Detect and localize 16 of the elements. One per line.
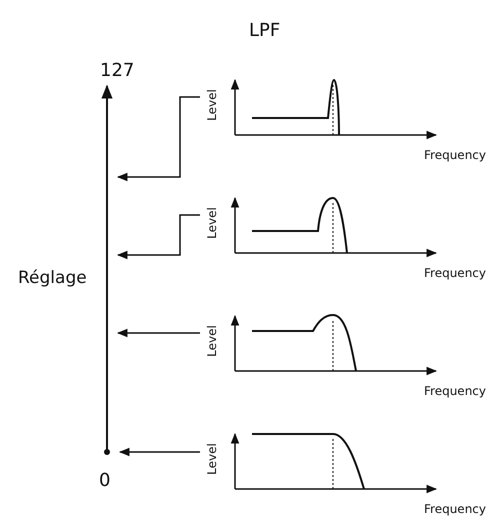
axis-label: Frequency xyxy=(424,502,486,516)
axis-label: Level xyxy=(204,89,219,121)
axis-min-value: 0 xyxy=(99,470,110,491)
diagram-title: LPF xyxy=(249,20,280,41)
arrow xyxy=(116,328,200,338)
axis-title: Réglage xyxy=(18,268,87,288)
arrow xyxy=(118,448,200,456)
axis-label: Frequency xyxy=(424,148,486,162)
axis-label: Level xyxy=(204,443,219,475)
arrow xyxy=(116,96,200,182)
axis-label: Frequency xyxy=(424,384,486,398)
axis-label: Level xyxy=(204,207,219,239)
axis-label: Frequency xyxy=(424,266,486,280)
axis-max-value: 127 xyxy=(100,60,134,81)
axis-label: Level xyxy=(204,325,219,357)
arrow xyxy=(116,214,200,260)
